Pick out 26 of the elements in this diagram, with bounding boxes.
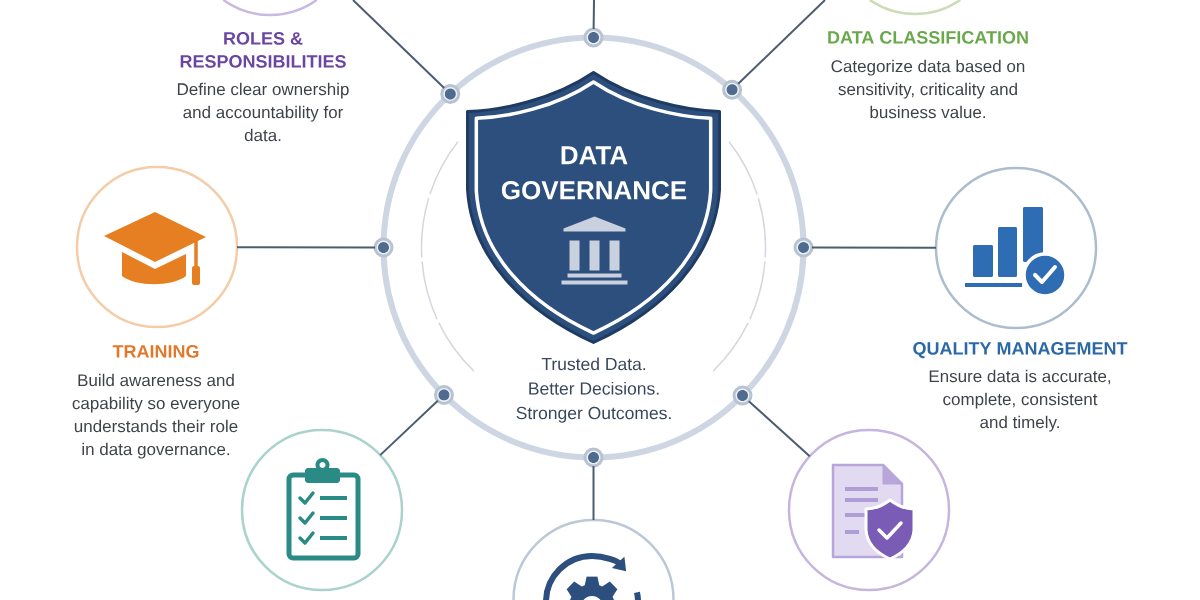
connector [747, 400, 811, 458]
junction-dot [732, 385, 753, 406]
junction-dot [440, 83, 461, 104]
junction-dot [373, 237, 394, 258]
section-heading: ROLES & RESPONSIBILITIES [180, 32, 346, 68]
junction-dot [583, 27, 604, 48]
section-heading: QUALITY MANAGEMENT [913, 342, 1128, 359]
junction-dot [583, 447, 604, 468]
section-heading: DATA CLASSIFICATION [828, 31, 1028, 44]
connector [737, 0, 826, 85]
description: Define clear ownership and accountability for data. [177, 82, 349, 142]
tagline: Trusted Data. Better Decisions. Stronger Outcomes. [516, 357, 671, 423]
connector [236, 246, 376, 249]
description: Ensure data is accurate, complete, consistent and timely. [929, 369, 1111, 432]
connector [811, 246, 937, 249]
connector [592, 0, 595, 30]
description: Categorize data based on sensitivity, criticality and business value. [831, 59, 1025, 119]
shield: DATA GOVERNANCE [466, 71, 721, 344]
connector [352, 0, 446, 89]
connector [379, 399, 439, 457]
junction-dot [793, 237, 814, 258]
connector [592, 465, 595, 521]
junction-dot [722, 79, 743, 100]
section-heading: TRAINING [112, 345, 199, 358]
junction-dot [433, 384, 454, 405]
description: Build awareness and capability so everyone understands their role in data governance. [72, 373, 240, 459]
